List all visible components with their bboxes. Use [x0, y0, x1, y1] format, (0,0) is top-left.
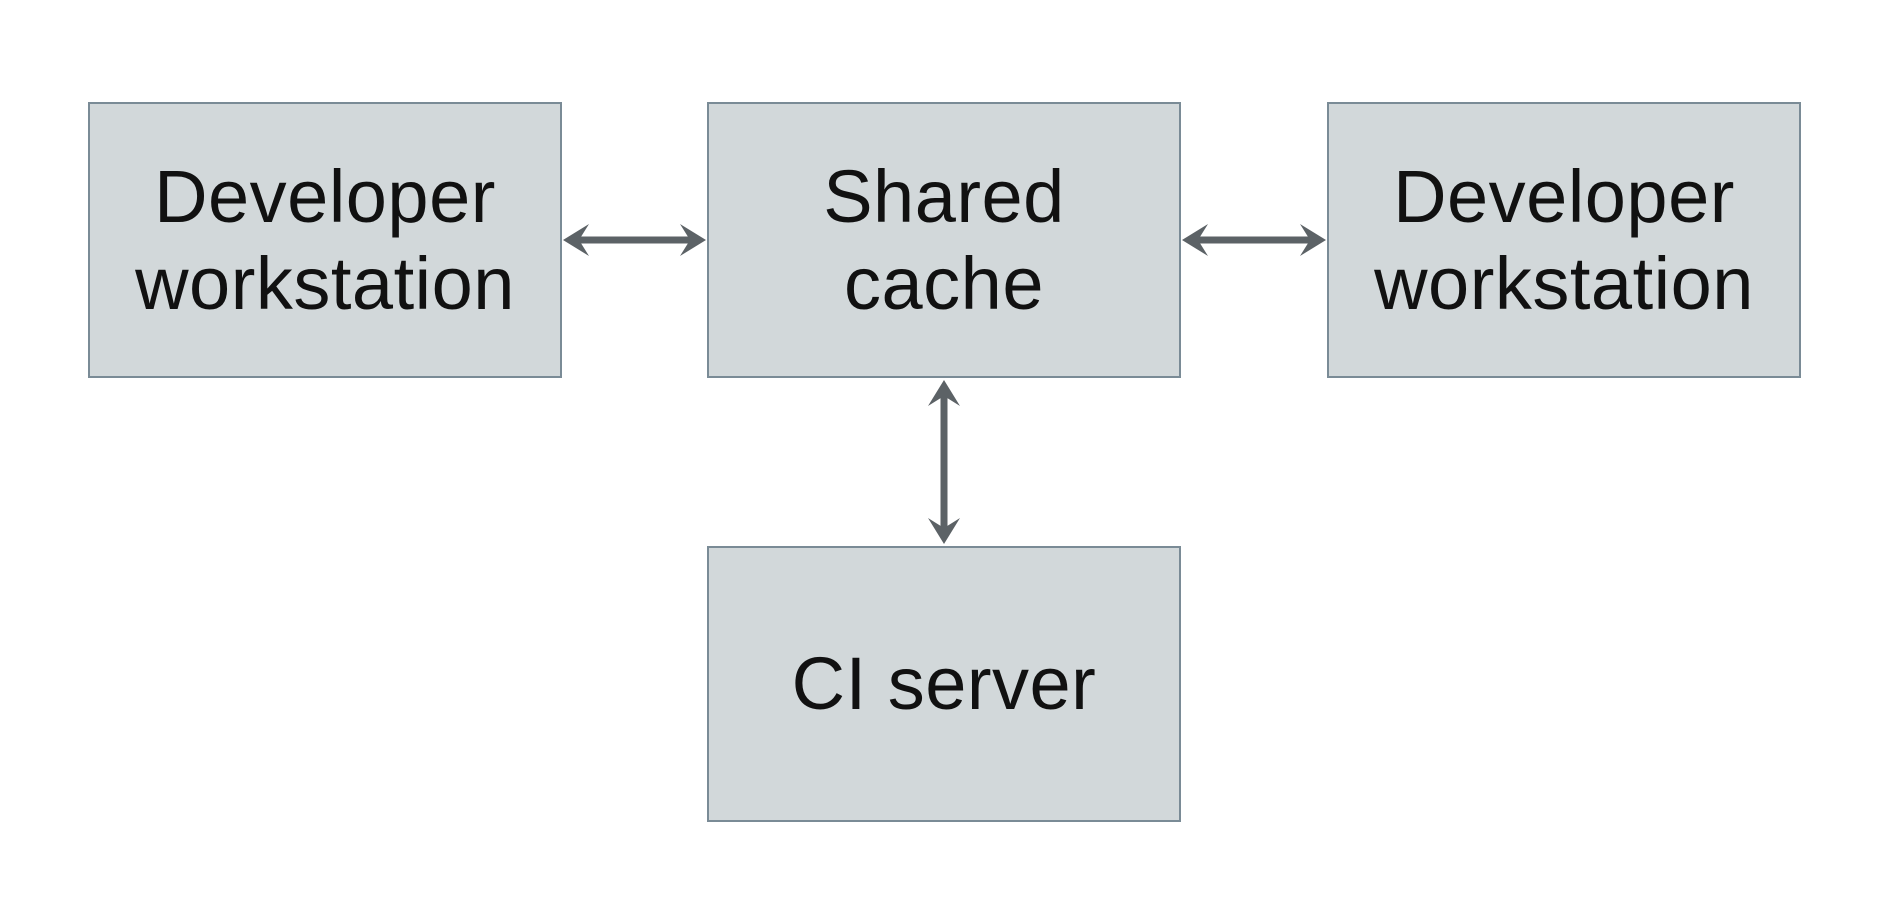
node-label-shared-cache: Shared cache [823, 154, 1065, 325]
node-developer-workstation-left: Developer workstation [88, 102, 562, 378]
node-label-developer-workstation-right: Developer workstation [1374, 154, 1754, 325]
node-label-ci-server: CI server [791, 642, 1097, 726]
arrow-dev-left-shared-cache-bidirectional [563, 224, 706, 256]
node-developer-workstation-right: Developer workstation [1327, 102, 1801, 378]
node-ci-server: CI server [707, 546, 1181, 822]
arrow-shared-cache-ci-server-bidirectional [928, 380, 960, 544]
node-shared-cache: Shared cache [707, 102, 1181, 378]
node-label-developer-workstation-left: Developer workstation [135, 154, 515, 325]
arrow-shared-cache-dev-right-bidirectional [1182, 224, 1326, 256]
